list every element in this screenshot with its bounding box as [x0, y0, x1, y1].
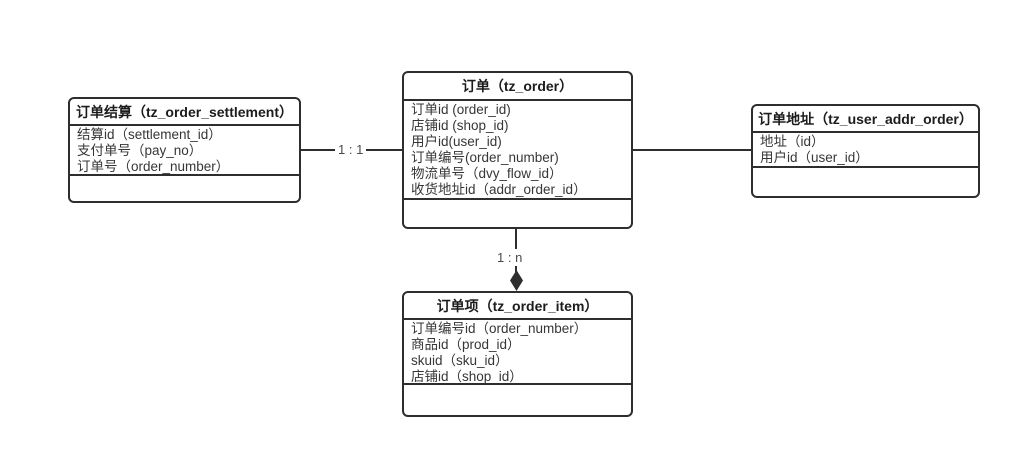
entity-order-item-fields: 订单编号id（order_number） 商品id（prod_id） skuid…	[404, 320, 631, 385]
entity-order[interactable]: 订单（tz_order） 订单id (order_id) 店铺id (shop_…	[402, 71, 633, 229]
entity-user-addr-order[interactable]: 订单地址（tz_user_addr_order） 地址（id） 用户id（use…	[751, 104, 980, 198]
field-row: 用户id(user_id)	[411, 134, 502, 150]
entity-user-addr-order-title: 订单地址（tz_user_addr_order）	[753, 106, 978, 133]
entity-order-item[interactable]: 订单项（tz_order_item） 订单编号id（order_number） …	[402, 291, 633, 417]
field-row: 收货地址id（addr_order_id）	[411, 182, 587, 198]
field-row: 物流单号（dvy_flow_id）	[411, 166, 563, 182]
entity-order-settlement-footer	[70, 176, 299, 201]
entity-order-settlement[interactable]: 订单结算（tz_order_settlement） 结算id（settlemen…	[68, 97, 301, 203]
field-row: 订单id (order_id)	[411, 102, 511, 117]
field-row: 订单编号id（order_number）	[411, 321, 588, 336]
composition-diamond-icon	[510, 270, 523, 291]
field-row: 商品id（prod_id）	[411, 337, 521, 353]
field-row: 结算id（settlement_id）	[77, 127, 222, 142]
field-row: 订单号（order_number）	[77, 159, 230, 175]
field-row: 店铺id（shop_id）	[411, 369, 523, 385]
field-row: 订单编号(order_number)	[411, 150, 559, 166]
field-row: 店铺id (shop_id)	[411, 118, 509, 134]
entity-order-settlement-fields: 结算id（settlement_id） 支付单号（pay_no） 订单号（ord…	[70, 126, 299, 176]
entity-user-addr-order-fields: 地址（id） 用户id（user_id）	[753, 133, 978, 168]
field-row: 地址（id）	[760, 134, 825, 149]
field-row: 支付单号（pay_no）	[77, 143, 203, 159]
connector-order-addr	[633, 149, 751, 151]
connector-settlement-order-label: 1 : 1	[335, 141, 367, 158]
entity-order-title: 订单（tz_order）	[404, 73, 631, 101]
entity-order-item-footer	[404, 385, 631, 415]
field-row: 用户id（user_id）	[760, 150, 869, 166]
entity-user-addr-order-footer	[753, 168, 978, 196]
entity-order-item-title: 订单项（tz_order_item）	[404, 293, 631, 320]
entity-order-fields: 订单id (order_id) 店铺id (shop_id) 用户id(user…	[404, 101, 631, 200]
field-row: skuid（sku_id）	[411, 353, 509, 369]
connector-order-item-label: 1 : n	[494, 249, 526, 266]
entity-order-footer	[404, 200, 631, 227]
entity-order-settlement-title: 订单结算（tz_order_settlement）	[70, 99, 299, 126]
